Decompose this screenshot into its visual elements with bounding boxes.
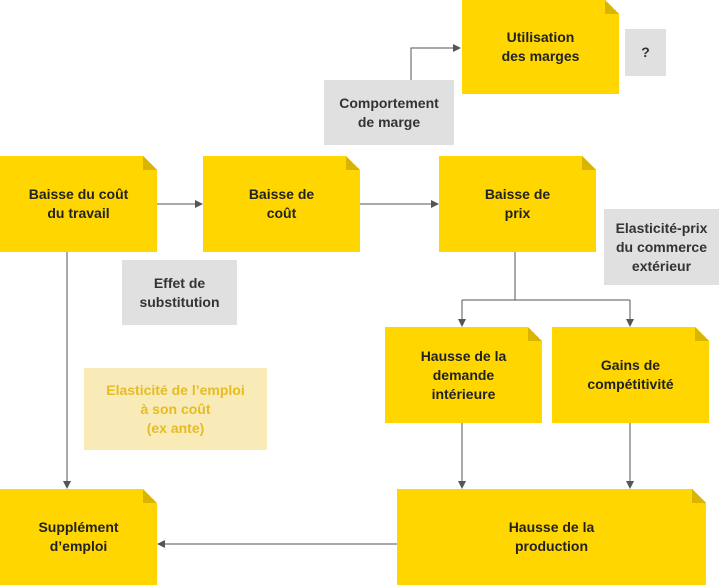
note-question: ? xyxy=(625,29,666,76)
node-baisse-cout-travail: Baisse du coût du travail xyxy=(0,156,157,252)
node-baisse-cout-travail-label: Baisse du coût du travail xyxy=(28,186,129,221)
node-utilisation-marges-label: Utilisation des marges xyxy=(501,29,580,64)
note-elasticite-prix-label: Elasticité-prix du commerce extérieur xyxy=(615,219,708,274)
node-supplement-emploi: Supplément d’emploi xyxy=(0,489,157,585)
node-supplement-emploi-label: Supplément d’emploi xyxy=(38,519,119,554)
note-elasticite-prix: Elasticité-prix du commerce extérieur xyxy=(604,209,719,285)
node-hausse-production: Hausse de la production xyxy=(397,489,706,585)
note-effet-substitution: Effet de substitution xyxy=(122,260,237,325)
node-hausse-production-label: Hausse de la production xyxy=(508,519,595,554)
note-elasticite-emploi: Elasticité de l’emploi à son coût (ex an… xyxy=(84,368,267,450)
node-baisse-cout-label: Baisse de coût xyxy=(248,186,315,221)
note-comportement-marge-label: Comportement de marge xyxy=(339,94,439,130)
arrow-comportement-to-utilisation xyxy=(410,44,461,80)
node-gains-competitivite: Gains de compétitivité xyxy=(552,327,709,423)
node-baisse-cout: Baisse de coût xyxy=(203,156,360,252)
node-hausse-demande-label: Hausse de la demande intérieure xyxy=(420,347,507,402)
node-hausse-demande: Hausse de la demande intérieure xyxy=(385,327,542,423)
node-baisse-prix: Baisse de prix xyxy=(439,156,596,252)
note-elasticite-emploi-label: Elasticité de l’emploi à son coût (ex an… xyxy=(106,381,245,436)
note-comportement-marge: Comportement de marge xyxy=(324,80,454,145)
node-baisse-prix-label: Baisse de prix xyxy=(484,186,551,221)
node-gains-competitivite-label: Gains de compétitivité xyxy=(587,357,674,392)
node-utilisation-marges: Utilisation des marges xyxy=(462,0,619,94)
note-question-label: ? xyxy=(641,44,650,60)
note-effet-substitution-label: Effet de substitution xyxy=(139,274,220,310)
